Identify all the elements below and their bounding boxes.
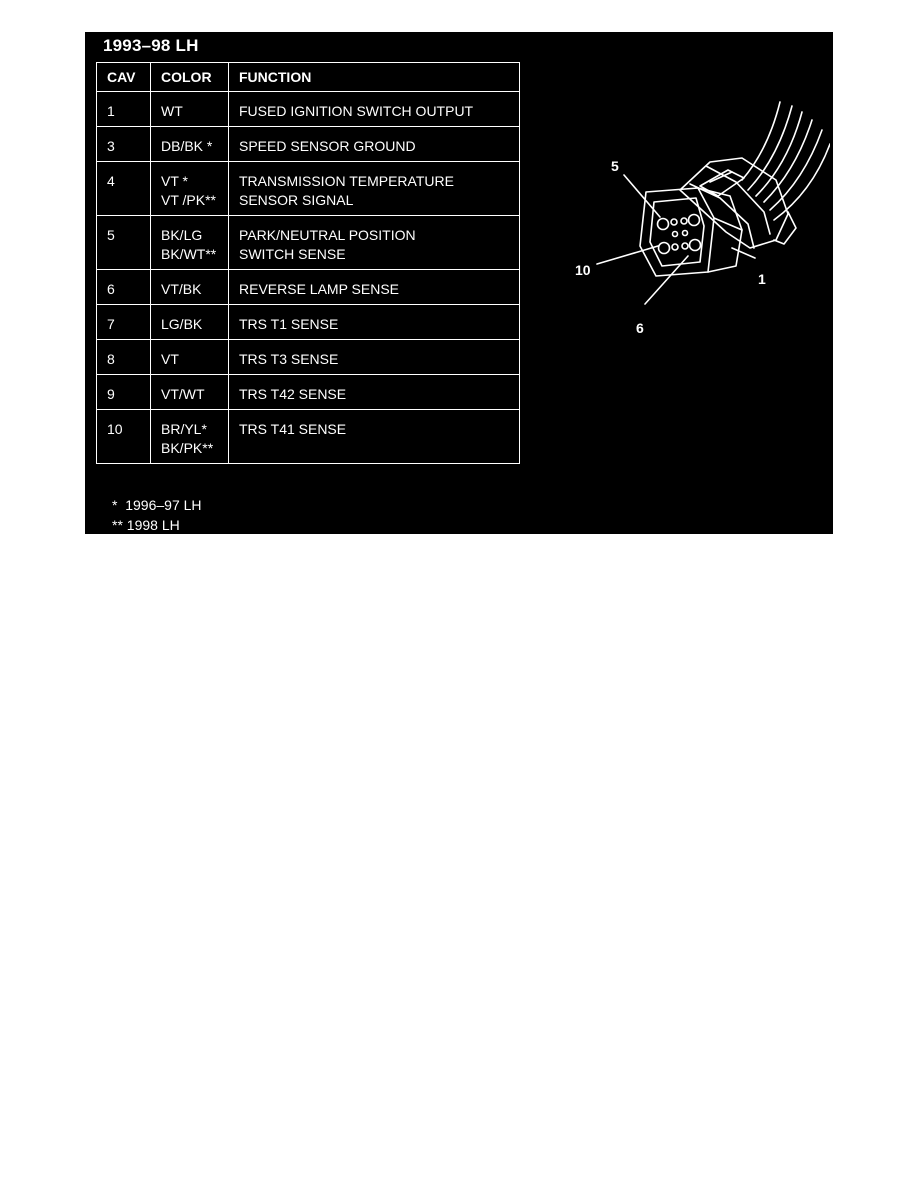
table-header-row: CAV COLOR FUNCTION <box>96 62 520 92</box>
wire-bundle <box>741 101 830 221</box>
header-color: COLOR <box>150 62 229 92</box>
function-line: TRS T3 SENSE <box>239 351 339 367</box>
cell-function: TRS T41 SENSE <box>228 409 520 464</box>
cell-color: WT <box>150 91 229 127</box>
table-row: 9 VT/WT TRS T42 SENSE <box>96 374 520 410</box>
figure-title: 1993–98 LH <box>103 36 199 55</box>
cell-color: DB/BK * <box>150 126 229 162</box>
header-function: FUNCTION <box>228 62 520 92</box>
pin-label-5: 5 <box>611 158 619 174</box>
cell-function: FUSED IGNITION SWITCH OUTPUT <box>228 91 520 127</box>
color-line: LG/BK <box>161 316 203 332</box>
table-row: 10 BR/YL* BK/PK** TRS T41 SENSE <box>96 409 520 464</box>
pin-cavities <box>656 213 702 255</box>
header-cav: CAV <box>96 62 151 92</box>
color-line: VT/BK <box>161 281 202 297</box>
function-line: TRS T41 SENSE <box>239 421 347 437</box>
pin-label-6: 6 <box>636 320 644 336</box>
table-row: 8 VT TRS T3 SENSE <box>96 339 520 375</box>
table-row: 1 WT FUSED IGNITION SWITCH OUTPUT <box>96 91 520 127</box>
function-line: TRANSMISSION TEMPERATURE <box>239 173 454 189</box>
color-line: VT * <box>161 173 188 189</box>
cell-color: VT * VT /PK** <box>150 161 229 216</box>
cell-function: PARK/NEUTRAL POSITION SWITCH SENSE <box>228 215 520 270</box>
color-line: BK/WT** <box>161 246 217 262</box>
pin-label-10: 10 <box>575 262 591 278</box>
cell-cav: 6 <box>96 269 151 305</box>
cell-function: TRS T1 SENSE <box>228 304 520 340</box>
cell-function: TRS T3 SENSE <box>228 339 520 375</box>
table-row: 5 BK/LG BK/WT** PARK/NEUTRAL POSITION SWITCH… <box>96 215 520 270</box>
table-row: 6 VT/BK REVERSE LAMP SENSE <box>96 269 520 305</box>
cell-cav: 1 <box>96 91 151 127</box>
table-row: 4 VT * VT /PK** TRANSMISSION TEMPERATURE SEN… <box>96 161 520 216</box>
pinout-table: CAV COLOR FUNCTION 1 WT FUSED IGNITION SWI… <box>96 62 520 464</box>
cell-color: VT/WT <box>150 374 229 410</box>
cell-cav: 10 <box>96 409 151 464</box>
connector-illustration: 5 10 1 6 <box>575 101 830 336</box>
function-line: SENSOR SIGNAL <box>239 192 354 208</box>
function-line: PARK/NEUTRAL POSITION <box>239 227 416 243</box>
footnote-double-star: ** 1998 LH <box>112 517 180 533</box>
cell-color: LG/BK <box>150 304 229 340</box>
color-line: BR/YL* <box>161 421 207 437</box>
cell-function: TRS T42 SENSE <box>228 374 520 410</box>
cell-function: REVERSE LAMP SENSE <box>228 269 520 305</box>
cell-cav: 4 <box>96 161 151 216</box>
color-line: BK/LG <box>161 227 203 243</box>
function-line: FUSED IGNITION SWITCH OUTPUT <box>239 103 474 119</box>
cell-cav: 9 <box>96 374 151 410</box>
cell-color: BK/LG BK/WT** <box>150 215 229 270</box>
color-line: VT /PK** <box>161 192 216 208</box>
color-line: BK/PK** <box>161 440 214 456</box>
cell-cav: 5 <box>96 215 151 270</box>
cell-cav: 7 <box>96 304 151 340</box>
pin-label-1: 1 <box>758 271 766 287</box>
cell-function: TRANSMISSION TEMPERATURE SENSOR SIGNAL <box>228 161 520 216</box>
function-line: SWITCH SENSE <box>239 246 346 262</box>
connector-latch <box>699 169 745 197</box>
footnotes: * 1996–97 LH ** 1998 LH <box>112 495 202 534</box>
cell-cav: 3 <box>96 126 151 162</box>
table-row: 3 DB/BK * SPEED SENSOR GROUND <box>96 126 520 162</box>
color-line: VT/WT <box>161 386 205 402</box>
connector-rear-housing <box>679 157 789 249</box>
connector-pinout-figure: 1993–98 LH CAV COLOR FUNCTION 1 WT FUSED I… <box>85 32 833 534</box>
table-row: 7 LG/BK TRS T1 SENSE <box>96 304 520 340</box>
function-line: TRS T1 SENSE <box>239 316 339 332</box>
cell-color: VT/BK <box>150 269 229 305</box>
footnote-single-star: * 1996–97 LH <box>112 497 202 513</box>
function-line: TRS T42 SENSE <box>239 386 347 402</box>
function-line: SPEED SENSOR GROUND <box>239 138 416 154</box>
function-line: REVERSE LAMP SENSE <box>239 281 400 297</box>
cell-cav: 8 <box>96 339 151 375</box>
color-line: DB/BK * <box>161 138 213 154</box>
color-line: VT <box>161 351 179 367</box>
table-body: 1 WT FUSED IGNITION SWITCH OUTPUT 3 DB/BK * S… <box>96 91 520 464</box>
cell-function: SPEED SENSOR GROUND <box>228 126 520 162</box>
cell-color: VT <box>150 339 229 375</box>
cell-color: BR/YL* BK/PK** <box>150 409 229 464</box>
color-line: WT <box>161 103 183 119</box>
